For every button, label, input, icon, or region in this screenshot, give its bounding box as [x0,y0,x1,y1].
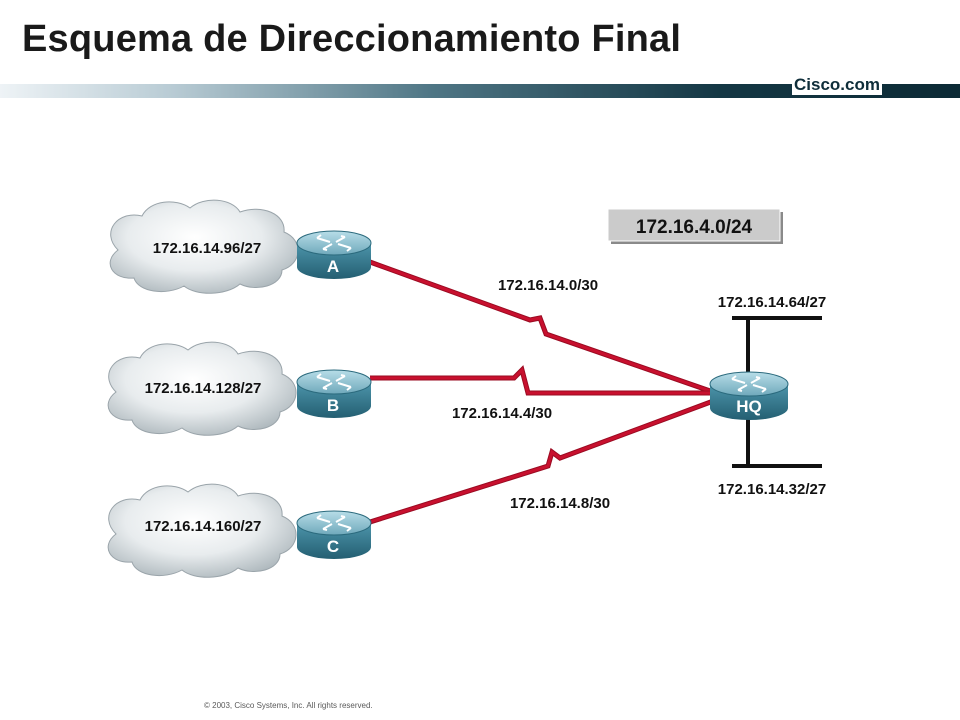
serial-link-c-hq [369,397,717,525]
router-b-label: B [327,396,339,415]
serial-link-a-hq [369,259,717,396]
brand-logo[interactable]: Cisco.com [792,75,882,95]
cloud-a-label: 172.16.14.96/27 [153,240,261,257]
router-c[interactable]: C [296,510,372,559]
router-arrows-icon [316,514,352,532]
router-a-label: A [327,257,339,276]
summary-route-label: 172.16.4.0/24 [636,217,753,238]
lan-bottom-label: 172.16.14.32/27 [718,481,826,498]
link-b-hq-label: 172.16.14.4/30 [452,405,552,422]
router-a[interactable]: A [296,230,372,279]
cloud-network-c: 172.16.14.160/27 [107,483,297,578]
router-arrows-icon [316,373,352,391]
router-arrows-icon [731,375,767,393]
router-arrows-icon [316,234,352,252]
cloud-b-label: 172.16.14.128/27 [145,380,262,397]
copyright-footer: © 2003, Cisco Systems, Inc. All rights r… [204,701,373,710]
cloud-c-label: 172.16.14.160/27 [145,518,262,535]
page-title: Esquema de Direccionamiento Final [22,18,682,60]
summary-route-badge: 172.16.4.0/24 [607,208,783,244]
lan-segment-top [732,316,822,376]
link-a-hq-label: 172.16.14.0/30 [498,277,598,294]
lan-top-label: 172.16.14.64/27 [718,294,826,311]
router-b[interactable]: B [296,369,372,418]
serial-link-b-hq [370,365,716,396]
router-hq-label: HQ [736,397,762,416]
cloud-network-a: 172.16.14.96/27 [109,199,299,294]
link-c-hq-label: 172.16.14.8/30 [510,495,610,512]
cloud-network-b: 172.16.14.128/27 [107,341,297,436]
router-hq[interactable]: HQ [709,371,789,420]
title-bar [0,84,960,98]
router-c-label: C [327,537,339,556]
